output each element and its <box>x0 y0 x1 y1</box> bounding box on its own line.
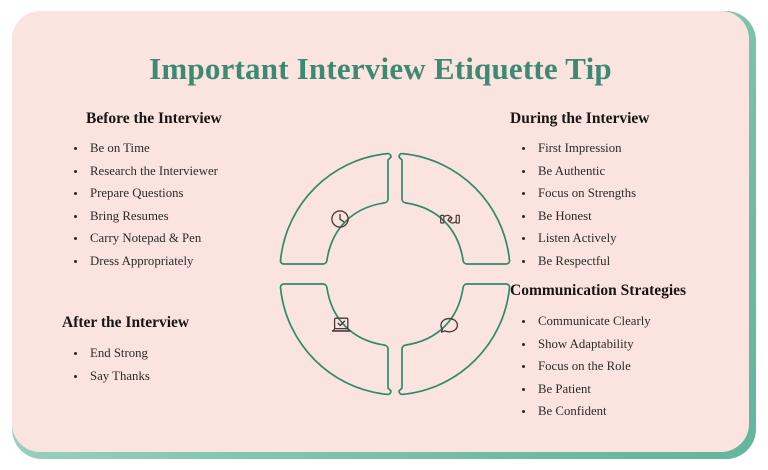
list-item: Be Honest <box>510 205 650 228</box>
list-item: Be Authentic <box>510 160 650 183</box>
section-communication-strategies: Communication Strategies Communicate Cle… <box>510 282 686 423</box>
section-during-the-interview: During the Interview First Impression Be… <box>510 110 650 272</box>
segment-top-right[interactable] <box>398 152 511 265</box>
list-communication: Communicate Clearly Show Adaptability Fo… <box>510 310 686 423</box>
list-item: Focus on the Role <box>510 355 686 378</box>
list-item: Say Thanks <box>62 365 189 388</box>
list-item: Dress Appropriately <box>62 250 222 273</box>
list-item: Bring Resumes <box>62 205 222 228</box>
list-before: Be on Time Research the Interviewer Prep… <box>62 137 222 272</box>
segment-bottom-right[interactable] <box>398 283 511 396</box>
list-item: Focus on Strengths <box>510 182 650 205</box>
section-heading-communication: Communication Strategies <box>510 282 687 299</box>
section-before-the-interview: Before the Interview Be on Time Research… <box>62 110 222 272</box>
list-item: Listen Actively <box>510 227 650 250</box>
clock-icon <box>331 210 349 228</box>
section-after-the-interview: After the Interview End Strong Say Thank… <box>62 314 189 387</box>
list-item: Be Confident <box>510 400 686 423</box>
list-item: Carry Notepad & Pen <box>62 227 222 250</box>
list-item: Prepare Questions <box>62 182 222 205</box>
etiquette-card: Important Interview Etiquette Tip Before… <box>12 11 756 459</box>
list-item: Communicate Clearly <box>510 310 686 333</box>
list-item: Research the Interviewer <box>62 160 222 183</box>
segment-bottom-left[interactable] <box>279 283 392 396</box>
four-segment-donut-diagram <box>270 149 520 399</box>
list-during: First Impression Be Authentic Focus on S… <box>510 137 650 272</box>
card-surface: Important Interview Etiquette Tip Before… <box>12 11 749 452</box>
list-item: Be on Time <box>62 137 222 160</box>
list-after: End Strong Say Thanks <box>62 342 189 387</box>
handshake-icon <box>440 214 460 224</box>
section-heading-after: After the Interview <box>62 314 190 331</box>
page-title: Important Interview Etiquette Tip <box>149 51 612 86</box>
laptop-check-icon <box>331 317 351 332</box>
segment-top-left[interactable] <box>279 152 392 265</box>
speech-bubble-icon <box>440 317 459 333</box>
section-heading-before: Before the Interview <box>86 110 222 127</box>
list-item: First Impression <box>510 137 650 160</box>
list-item: Show Adaptability <box>510 333 686 356</box>
list-item: Be Respectful <box>510 250 650 273</box>
list-item: End Strong <box>62 342 189 365</box>
list-item: Be Patient <box>510 378 686 401</box>
section-heading-during: During the Interview <box>510 110 650 127</box>
